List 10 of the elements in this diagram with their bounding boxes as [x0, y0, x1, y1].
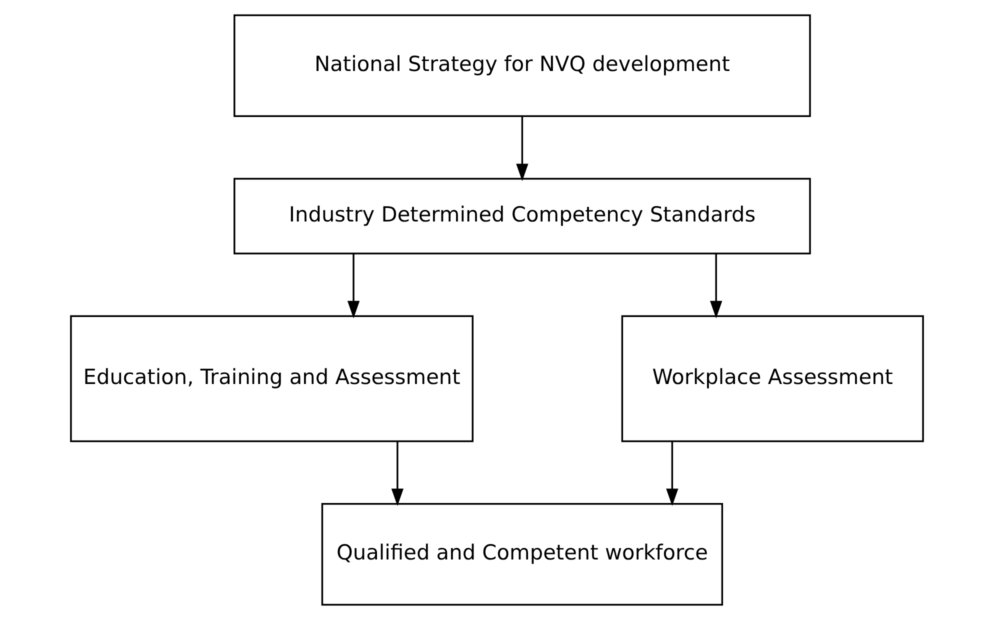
arrow: [346, 254, 360, 318]
node-box: Qualified and Competent workforce: [320, 503, 723, 606]
node-box: Workplace Assessment: [620, 315, 924, 442]
arrow: [516, 116, 528, 182]
arrow: [390, 442, 404, 506]
node-box: Education, Training and Assessment: [70, 315, 474, 442]
arrow: [666, 442, 678, 506]
node-box: Industry Determined Competency Standards: [233, 178, 810, 254]
arrow: [710, 254, 722, 318]
node-box: National Strategy for NVQ development: [233, 14, 810, 117]
